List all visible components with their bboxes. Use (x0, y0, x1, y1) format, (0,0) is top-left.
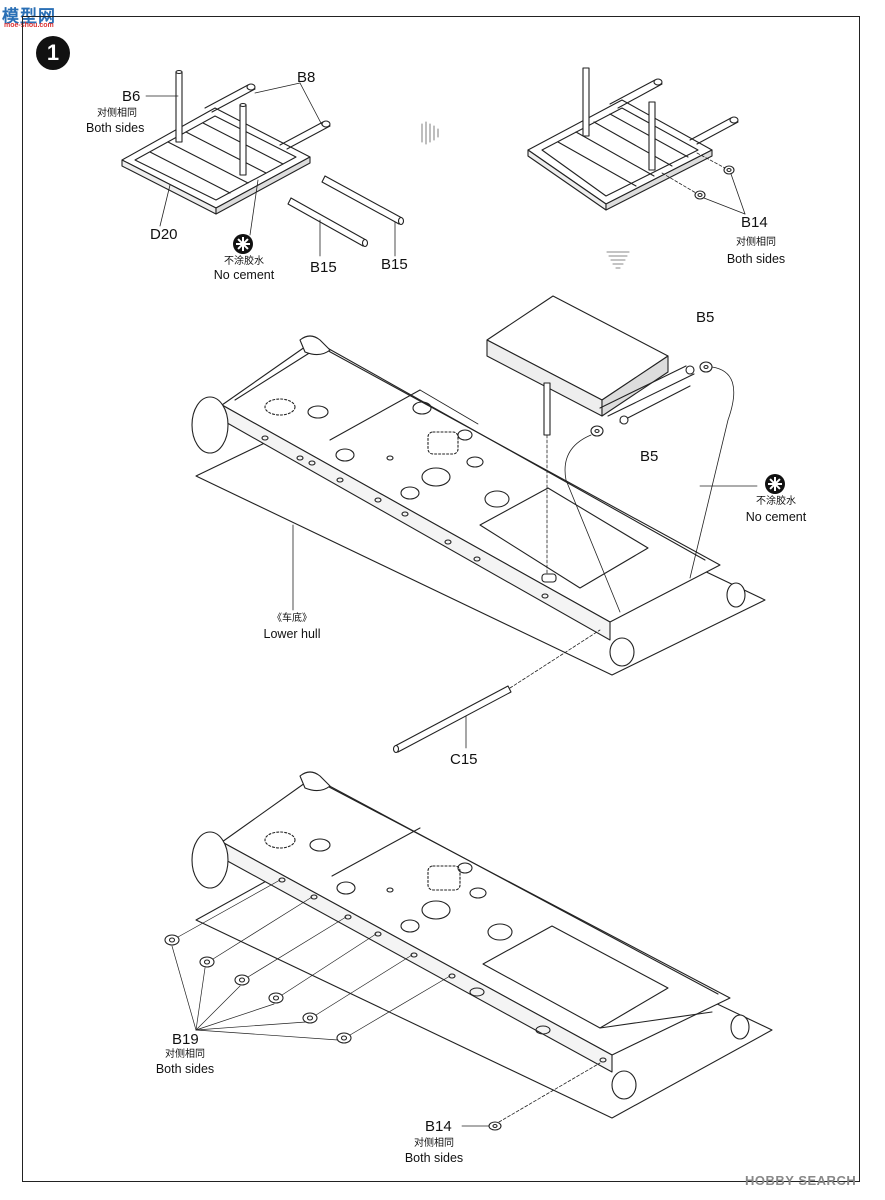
both-sides-note-cn-2: 对侧相同 (736, 237, 776, 248)
both-sides-note-en-2: Both sides (726, 252, 786, 266)
no-cement-note-en: No cement (213, 268, 275, 282)
part-label-b8: B8 (297, 69, 316, 86)
b19-part-group (164, 934, 352, 1044)
no-cement-note-cn-2: 不涂胶水 (756, 496, 796, 507)
lower-hull-assembly-bottom (164, 771, 773, 1131)
no-cement-note-cn: 不涂胶水 (224, 256, 264, 267)
part-label-b5-top: B5 (696, 309, 715, 326)
both-sides-note-cn-4: 对侧相同 (414, 1138, 454, 1149)
watermark-text: HOBBY SEARCH (745, 1173, 857, 1188)
lower-hull-label-cn: 《车底》 (272, 613, 312, 624)
part-label-b14-top: B14 (741, 214, 768, 231)
part-label-b15-b: B15 (381, 256, 408, 273)
part-label-b6: B6 (122, 88, 141, 105)
both-sides-note-en: Both sides (86, 121, 145, 135)
part-label-b15-a: B15 (310, 259, 337, 276)
part-label-b14-bottom: B14 (425, 1118, 452, 1135)
site-logo-subtext: moe-shou.com (4, 22, 54, 29)
no-cement-note-en-2: No cement (745, 510, 807, 524)
rack-assembly-left (121, 69, 405, 257)
part-label-b19: B19 (172, 1031, 199, 1048)
arrow-down-icon (606, 251, 630, 269)
both-sides-note-en-4: Both sides (404, 1151, 464, 1165)
both-sides-note-en-3: Both sides (155, 1062, 215, 1076)
both-sides-note-cn-3: 对侧相同 (165, 1049, 205, 1060)
no-cement-icon-2 (765, 474, 785, 494)
site-logo: 模型网 (2, 7, 56, 27)
arrow-right-icon (421, 121, 439, 145)
both-sides-note-cn: 对侧相同 (97, 108, 137, 119)
step-number-badge: 1 (36, 36, 70, 70)
rack-assembly-right (527, 67, 746, 215)
part-label-d20: D20 (150, 226, 178, 243)
page-frame (22, 16, 860, 1182)
part-label-b5-mid: B5 (640, 448, 659, 465)
part-label-c15: C15 (450, 751, 478, 768)
no-cement-icon (233, 234, 253, 254)
lower-hull-assembly-middle (191, 295, 766, 754)
lower-hull-label-en: Lower hull (263, 627, 321, 641)
